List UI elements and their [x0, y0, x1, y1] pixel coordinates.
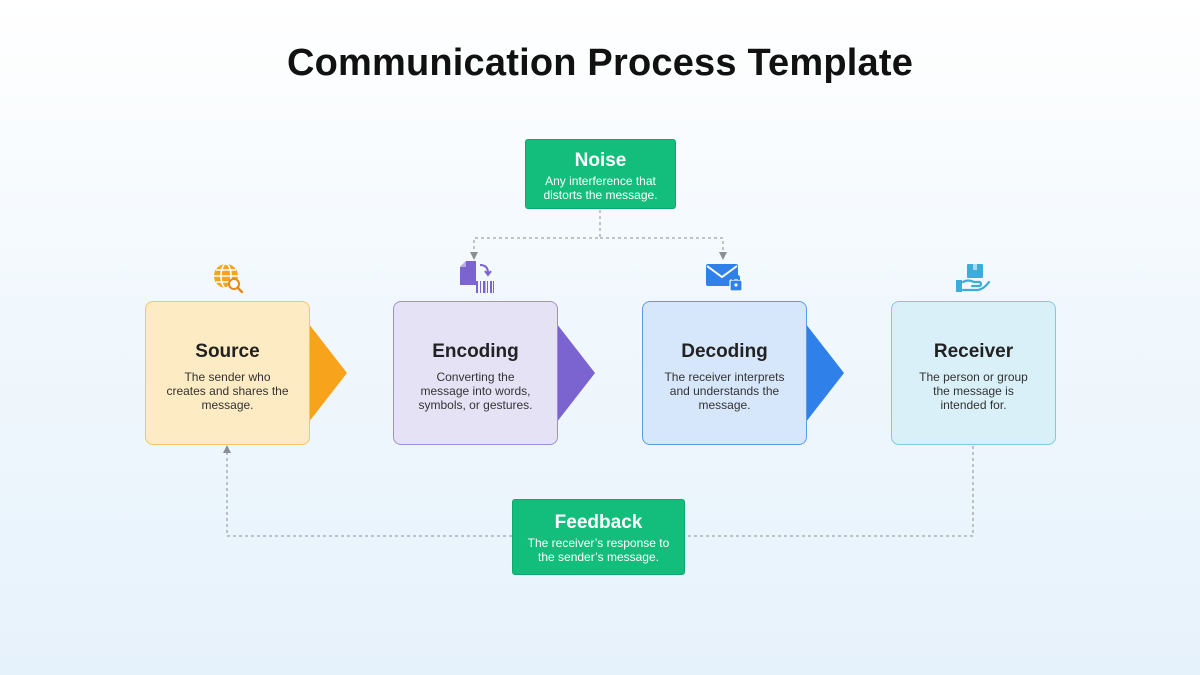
step-source: Source The sender who creates and shares…: [145, 301, 347, 445]
step-title: Source: [195, 341, 260, 362]
noise-box: Noise Any interference that distorts the…: [525, 139, 676, 209]
page-title: Communication Process Template: [286, 42, 914, 84]
step-arrow: [802, 319, 844, 427]
step-box: Source The sender who creates and shares…: [145, 301, 310, 445]
step-description: The person or group the message is inten…: [919, 370, 1028, 412]
step-encoding: Encoding Converting the message into wor…: [393, 301, 595, 445]
noise-connector: [470, 210, 727, 260]
document-barcode-icon: [460, 261, 494, 293]
noise-description: Any interference that distorts the messa…: [543, 174, 658, 202]
step-box: Encoding Converting the message into wor…: [393, 301, 558, 445]
feedback-box: Feedback The receiver’s response to the …: [512, 499, 685, 575]
globe-search-icon: [214, 263, 244, 294]
step-arrow: [305, 319, 347, 427]
step-title: Decoding: [681, 341, 768, 362]
step-title: Encoding: [432, 341, 519, 362]
step-decoding: Decoding The receiver interprets and und…: [642, 301, 844, 445]
step-arrow: [553, 319, 595, 427]
envelope-lock-icon: [706, 264, 743, 292]
step-description: The sender who creates and shares the me…: [166, 370, 289, 412]
step-receiver: Receiver The person or group the message…: [891, 301, 1056, 445]
feedback-title: Feedback: [554, 512, 643, 533]
step-box: Decoding The receiver interprets and und…: [642, 301, 807, 445]
step-title: Receiver: [933, 341, 1014, 362]
feedback-connector: [223, 445, 974, 537]
feedback-description: The receiver’s response to the sender’s …: [527, 536, 670, 564]
step-description: Converting the message into words, symbo…: [418, 370, 533, 412]
step-description: The receiver interprets and understands …: [664, 370, 785, 412]
noise-title: Noise: [574, 150, 627, 171]
hand-package-icon: [956, 264, 991, 292]
step-box: Receiver The person or group the message…: [891, 301, 1056, 445]
